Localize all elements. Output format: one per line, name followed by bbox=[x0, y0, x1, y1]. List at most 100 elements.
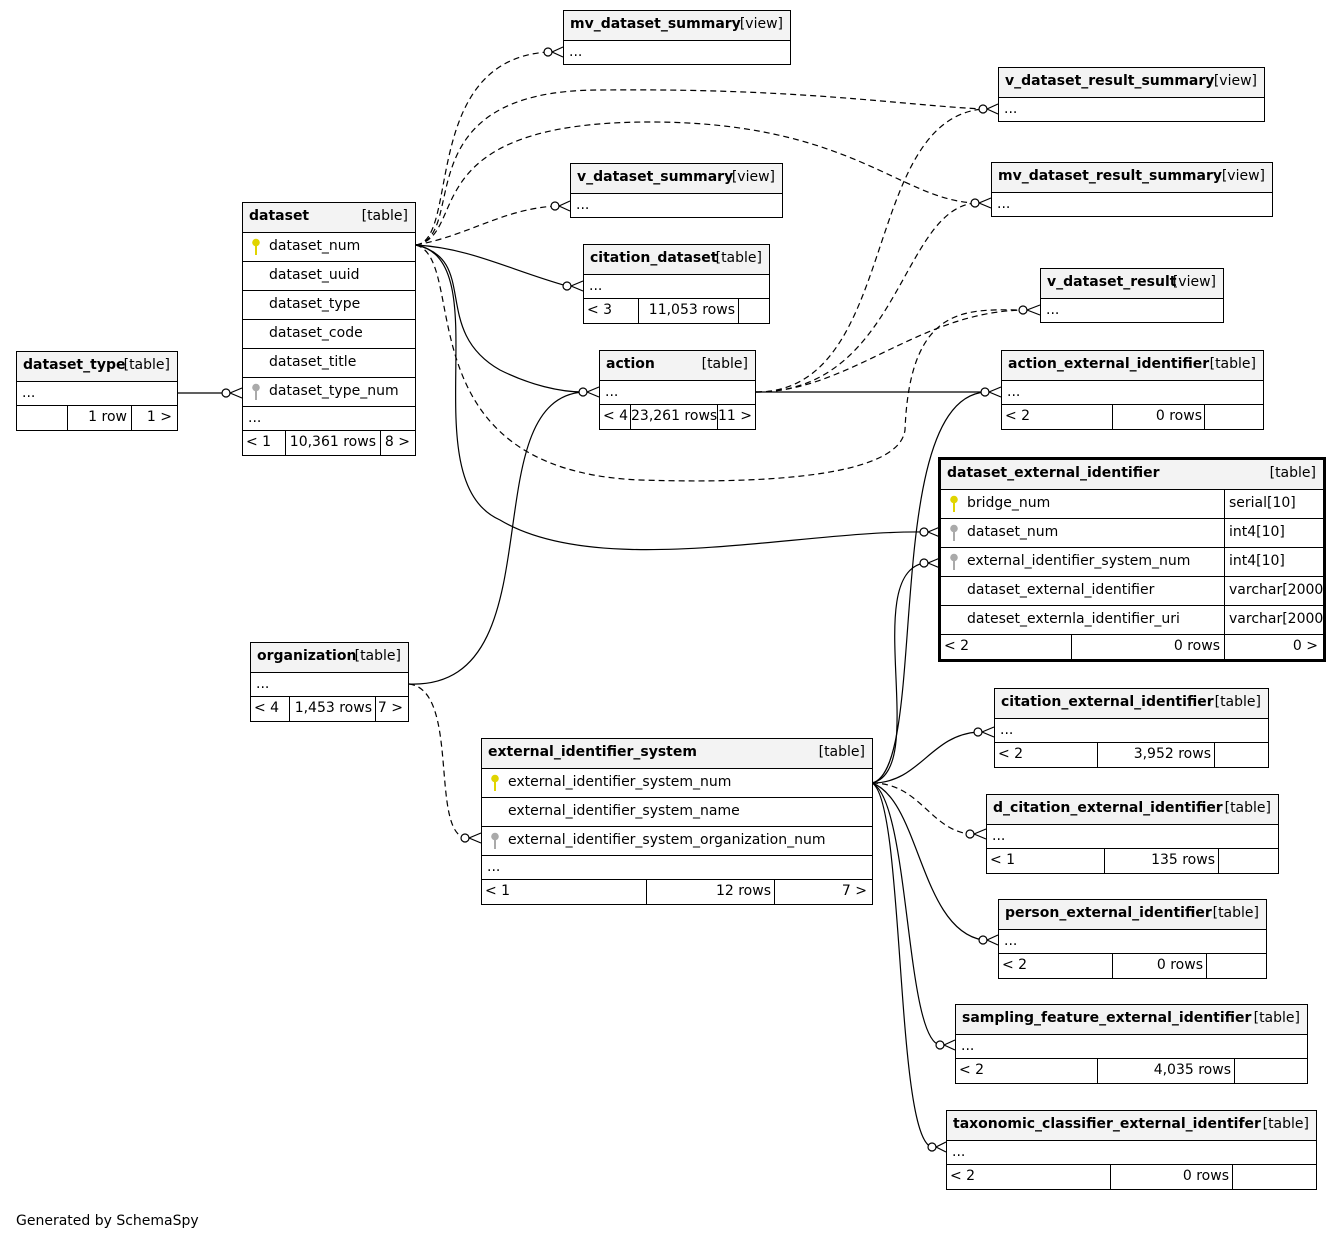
table-dataset-external-identifier[interactable]: dataset_external_identifier [table] bridg… bbox=[938, 457, 1326, 662]
column-row[interactable]: dateset_externla_identifier_uri varchar[… bbox=[941, 605, 1323, 634]
table-name[interactable]: v_dataset_result_summary bbox=[1005, 73, 1215, 89]
table-action-external-identifier[interactable]: action_external_identifier[table] ... < … bbox=[1001, 350, 1264, 430]
footer-parents[interactable]: < 2 bbox=[959, 1062, 985, 1078]
table-taxonomic-classifier-external-identifer[interactable]: taxonomic_classifier_external_identifer[… bbox=[946, 1110, 1317, 1190]
table-name[interactable]: v_dataset_result bbox=[1047, 274, 1177, 290]
footer-parents[interactable]: < 2 bbox=[950, 1168, 976, 1184]
table-action[interactable]: action[table] ... < 4 23,261 rows 11 > bbox=[599, 350, 756, 430]
footer-parents[interactable]: < 4 bbox=[603, 408, 629, 424]
column-row[interactable]: bridge_num serial[10] bbox=[941, 489, 1323, 518]
column-row[interactable]: dataset_num bbox=[243, 232, 415, 261]
table-name[interactable]: dataset_external_identifier bbox=[947, 465, 1160, 481]
column-row[interactable]: external_identifier_system_num int4[10] bbox=[941, 547, 1323, 576]
footer-parents[interactable]: < 2 bbox=[944, 638, 970, 654]
table-external-identifier-system[interactable]: external_identifier_system[table] extern… bbox=[481, 738, 873, 905]
table-kind: [table] bbox=[1214, 694, 1261, 710]
table-citation-external-identifier[interactable]: citation_external_identifier[table] ... … bbox=[994, 688, 1269, 768]
footer-parents[interactable]: < 1 bbox=[485, 883, 511, 899]
edge-dataset-mv-dataset-summary bbox=[415, 51, 549, 246]
foreign-key-icon bbox=[950, 553, 958, 570]
footer-children bbox=[738, 299, 769, 323]
footer-children[interactable]: 11 > bbox=[717, 405, 755, 429]
footer-parents[interactable]: < 2 bbox=[1005, 408, 1031, 424]
table-name[interactable]: external_identifier_system bbox=[488, 744, 697, 760]
column-name: dateset_externla_identifier_uri bbox=[967, 611, 1180, 627]
edge-dataset-mv-dataset-result-summary bbox=[415, 121, 976, 246]
footer-parents[interactable]: < 2 bbox=[1002, 957, 1028, 973]
table-name[interactable]: v_dataset_summary bbox=[577, 169, 734, 185]
table-name[interactable]: person_external_identifier bbox=[1005, 905, 1212, 921]
footer-rows: 11,053 rows bbox=[638, 299, 739, 323]
table-kind: [table] bbox=[1269, 465, 1316, 481]
table-sampling-feature-external-identifier[interactable]: sampling_feature_external_identifier[tab… bbox=[955, 1004, 1308, 1084]
column-row[interactable]: dataset_code bbox=[243, 319, 415, 348]
footer-parents[interactable]: < 2 bbox=[998, 746, 1024, 762]
table-name[interactable]: dataset_type bbox=[23, 357, 126, 373]
table-name[interactable]: action_external_identifier bbox=[1008, 356, 1210, 372]
edge-dataset-dataset-external-identifier bbox=[415, 244, 925, 551]
footer-children[interactable]: 7 > bbox=[774, 880, 872, 904]
table-dataset[interactable]: dataset[table] dataset_num dataset_uuid … bbox=[242, 202, 416, 456]
table-v-dataset-summary[interactable]: v_dataset_summary[view] ... bbox=[570, 163, 783, 218]
column-name: dataset_code bbox=[269, 325, 363, 341]
table-kind: [table] bbox=[361, 208, 408, 224]
crowfoot-citation-external-identifier bbox=[973, 727, 983, 737]
table-kind: [view] bbox=[731, 169, 775, 185]
column-name: external_identifier_system_organization_… bbox=[508, 832, 826, 848]
table-v-dataset-result-summary[interactable]: v_dataset_result_summary[view] ... bbox=[998, 67, 1265, 122]
footer-children[interactable]: 8 > bbox=[380, 431, 415, 455]
table-name[interactable]: mv_dataset_summary bbox=[570, 16, 741, 32]
table-dataset-type[interactable]: dataset_type[table] ... 1 row 1 > bbox=[16, 351, 178, 431]
column-row[interactable]: dataset_num int4[10] bbox=[941, 518, 1323, 547]
table-kind: [view] bbox=[1221, 168, 1265, 184]
table-mv-dataset-result-summary[interactable]: mv_dataset_result_summary[view] ... bbox=[991, 162, 1273, 217]
table-name[interactable]: d_citation_external_identifier bbox=[993, 800, 1223, 816]
column-row[interactable]: external_identifier_system_num bbox=[482, 768, 872, 797]
table-name[interactable]: action bbox=[606, 356, 655, 372]
footer-children[interactable]: 1 > bbox=[131, 406, 177, 430]
table-person-external-identifier[interactable]: person_external_identifier[table] ... < … bbox=[998, 899, 1267, 979]
edge-dataset-v-dataset-result-summary bbox=[415, 89, 984, 246]
table-name[interactable]: sampling_feature_external_identifier bbox=[962, 1010, 1252, 1026]
primary-key-icon bbox=[950, 495, 958, 512]
crowfoot-mv-dataset-result-summary bbox=[970, 198, 980, 208]
table-name[interactable]: taxonomic_classifier_external_identifer bbox=[953, 1116, 1261, 1132]
footer-children bbox=[1214, 743, 1268, 767]
table-kind: [table] bbox=[354, 648, 401, 664]
footer-parents[interactable]: < 1 bbox=[246, 434, 272, 450]
table-d-citation-external-identifier[interactable]: d_citation_external_identifier[table] ..… bbox=[986, 794, 1279, 874]
table-v-dataset-result[interactable]: v_dataset_result[view] ... bbox=[1040, 268, 1224, 323]
column-name: dataset_num bbox=[269, 238, 361, 254]
column-row[interactable]: dataset_title bbox=[243, 348, 415, 377]
edge-eis-d-citation-external-identifier bbox=[871, 782, 971, 835]
column-row[interactable]: dataset_type bbox=[243, 290, 415, 319]
footer-children[interactable]: 0 > bbox=[1224, 635, 1323, 659]
column-row[interactable]: dataset_uuid bbox=[243, 261, 415, 290]
column-row[interactable]: dataset_type_num bbox=[243, 377, 415, 406]
table-name[interactable]: dataset bbox=[249, 208, 310, 224]
column-name: external_identifier_system_name bbox=[508, 803, 740, 819]
table-kind: [view] bbox=[1213, 73, 1257, 89]
edge-dataset-v-dataset-result bbox=[415, 244, 1028, 482]
column-row[interactable]: external_identifier_system_organization_… bbox=[482, 826, 872, 855]
footer-children bbox=[1218, 849, 1278, 873]
table-citation-dataset[interactable]: citation_dataset[table] ... < 3 11,053 r… bbox=[583, 244, 770, 324]
footer-parents[interactable]: < 4 bbox=[254, 700, 280, 716]
column-row[interactable]: dataset_external_identifier varchar[2000… bbox=[941, 576, 1323, 605]
footer-parents[interactable]: < 3 bbox=[587, 302, 613, 318]
table-name[interactable]: citation_external_identifier bbox=[1001, 694, 1214, 710]
footer-rows: 135 rows bbox=[1104, 849, 1219, 873]
table-name[interactable]: mv_dataset_result_summary bbox=[998, 168, 1222, 184]
table-mv-dataset-summary[interactable]: mv_dataset_summary[view] ... bbox=[563, 10, 791, 65]
footer-children bbox=[1232, 1165, 1316, 1189]
table-name[interactable]: organization bbox=[257, 648, 357, 664]
column-row[interactable]: external_identifier_system_name bbox=[482, 797, 872, 826]
more-columns: ... bbox=[487, 859, 501, 875]
footer-children[interactable]: 7 > bbox=[375, 697, 408, 721]
edge-action-v-dataset-result bbox=[755, 309, 1028, 393]
footer-parents[interactable]: < 1 bbox=[990, 852, 1016, 868]
footer-rows: 0 rows bbox=[1110, 1165, 1233, 1189]
table-organization[interactable]: organization[table] ... < 4 1,453 rows 7… bbox=[250, 642, 409, 722]
table-name[interactable]: citation_dataset bbox=[590, 250, 718, 266]
